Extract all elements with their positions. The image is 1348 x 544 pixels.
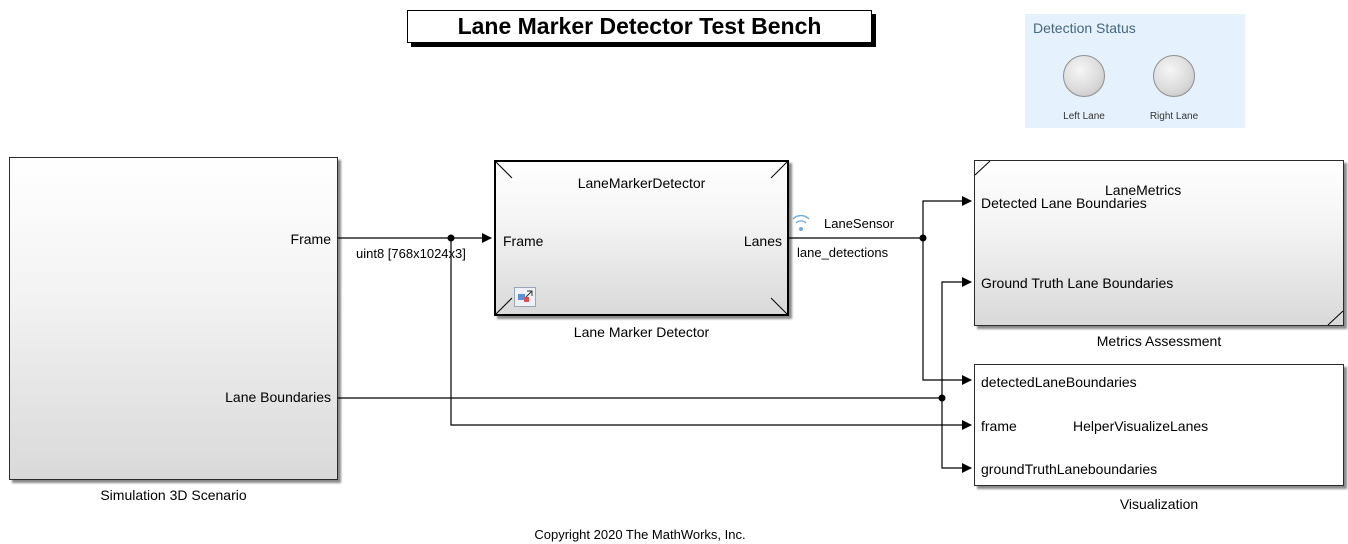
status-panel-title: Detection Status <box>1033 20 1136 36</box>
wireless-sensor-icon <box>792 214 810 231</box>
sim-lane-boundaries-port-label: Lane Boundaries <box>225 389 331 405</box>
ground-truth-to-visualization-line[interactable] <box>941 398 972 473</box>
lane-marker-detector-block[interactable]: LaneMarkerDetector Frame Lanes <box>494 160 789 316</box>
simulation-block-caption: Simulation 3D Scenario <box>100 487 247 503</box>
detector-lanes-port-label: Lanes <box>743 233 782 249</box>
metrics-inner-title: LaneMetrics <box>1105 182 1182 198</box>
vis-inner-title: HelperVisualizeLanes <box>1073 418 1209 434</box>
lane-sensor-label: LaneSensor <box>824 216 895 231</box>
vis-ground-truth-port-label: groundTruthLaneboundaries <box>981 461 1158 477</box>
metrics-detected-port-label: Detected Lane Boundaries <box>981 195 1147 211</box>
lanes-to-metrics-line[interactable] <box>922 196 972 238</box>
diagram-title: Lane Marker Detector Test Bench <box>407 10 872 43</box>
metrics-corner-marks <box>974 160 1344 326</box>
model-reference-icon[interactable] <box>514 287 536 307</box>
left-lane-label: Left Lane <box>1063 111 1105 122</box>
visualization-block-caption: Visualization <box>1119 496 1199 512</box>
frame-signal-type-label: uint8 [768x1024x3] <box>356 246 466 261</box>
right-lane-label: Right Lane <box>1149 111 1199 122</box>
ground-truth-to-metrics-line[interactable] <box>941 277 972 398</box>
sim-frame-port-label: Frame <box>290 231 331 247</box>
metrics-ground-truth-port-label: Ground Truth Lane Boundaries <box>981 275 1174 291</box>
lane-detections-label: lane_detections <box>797 245 889 260</box>
metrics-block-caption: Metrics Assessment <box>1096 333 1222 349</box>
lane-metrics-block[interactable]: LaneMetrics Detected Lane Boundaries Gro… <box>974 160 1344 326</box>
detection-status-panel: Detection Status Left Lane Right Lane <box>1025 14 1245 128</box>
left-lane-lamp <box>1063 55 1105 97</box>
detector-frame-port-label: Frame <box>503 233 544 249</box>
lanes-to-visualization-line[interactable] <box>922 238 972 385</box>
frame-branch-line[interactable] <box>450 238 972 430</box>
detector-corner-marks <box>495 161 788 315</box>
helper-visualize-lanes-block[interactable]: detectedLaneBoundaries frame HelperVisua… <box>974 364 1344 486</box>
vis-frame-port-label: frame <box>981 418 1017 434</box>
right-lane-lamp <box>1153 55 1195 97</box>
copyright-text: Copyright 2020 The MathWorks, Inc. <box>534 527 746 542</box>
vis-detected-port-label: detectedLaneBoundaries <box>981 374 1137 390</box>
detector-inner-title: LaneMarkerDetector <box>577 175 706 191</box>
detector-block-caption: Lane Marker Detector <box>573 324 710 340</box>
simulation-3d-scenario-block[interactable]: Frame Lane Boundaries <box>9 157 338 480</box>
